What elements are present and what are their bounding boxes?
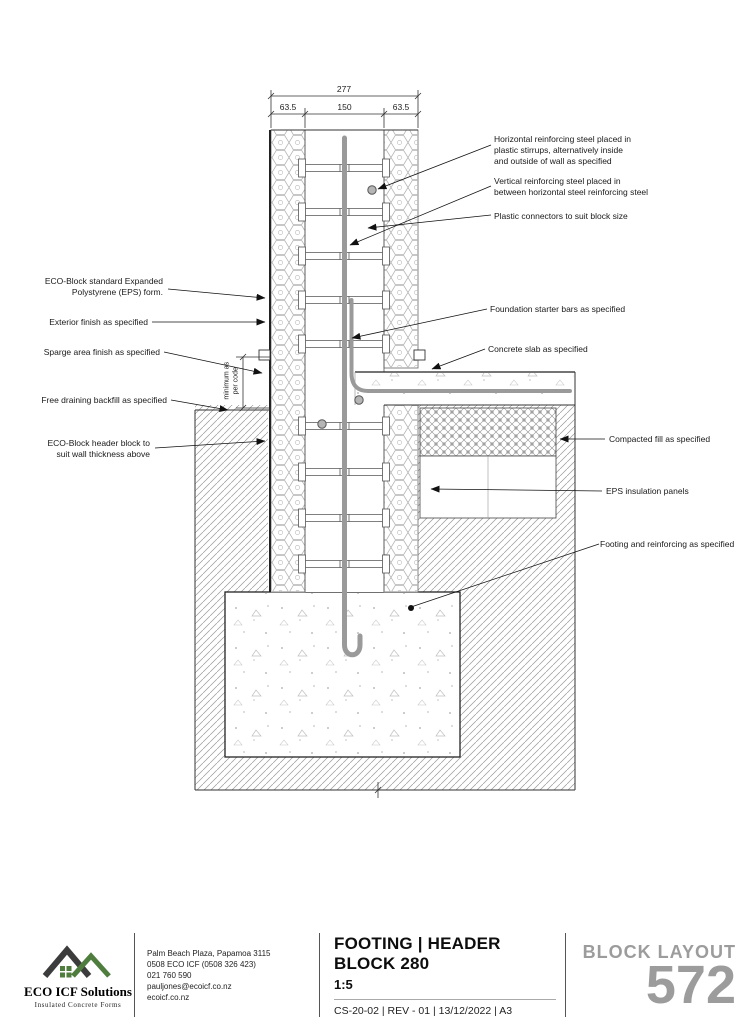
- sheet-number: 572: [645, 954, 736, 1015]
- rebar-section-lower: [317, 419, 327, 429]
- contact-phone-0508: 0508 ECO ICF (0508 326 423): [147, 959, 256, 969]
- callout-header-block-label: ECO-Block header block to suit wall thic…: [47, 438, 150, 460]
- callout-eps-form-label: ECO-Block standard Expanded Polystyrene …: [44, 276, 163, 298]
- drawing-title: FOOTING | HEADER BLOCK 280: [334, 933, 501, 973]
- dim-middle: 150: [337, 102, 351, 112]
- drawing-doc-info: CS-20-02 | REV - 01 | 13/12/2022 | A3: [334, 998, 556, 1017]
- contact-info: Palm Beach Plaza, Papamoa 3115 0508 ECO …: [135, 933, 319, 1017]
- concrete-slab: [354, 371, 575, 406]
- plastic-connectors: [298, 158, 390, 574]
- series-label: BLOCK LAYOUT: [582, 941, 736, 962]
- callout-compacted-fill-label: Compacted fill as specified: [609, 434, 711, 444]
- leader-eps-insulation: [430, 485, 603, 493]
- leader-header-block: [154, 438, 266, 449]
- grade-notch-right: [413, 349, 426, 361]
- min-code-label: minimum as per code: [223, 361, 239, 400]
- section-drawing: 277 63.5 150 63.5: [41, 84, 735, 798]
- starter-bar-slab: [349, 298, 572, 393]
- grade-notch-left: [258, 349, 271, 361]
- contact-website: ecoicf.co.nz: [147, 992, 190, 1002]
- leader-footing-dot: [408, 605, 414, 611]
- callout-vertical-rebar-label: Vertical reinforcing steel placed in bet…: [494, 176, 649, 198]
- house-logo-icon: [42, 944, 111, 978]
- callout-eps-insulation-label: EPS insulation panels: [606, 486, 689, 496]
- titleblock-divider: [565, 933, 566, 1017]
- ground-outline: [194, 372, 576, 791]
- compacted-fill: [419, 407, 557, 457]
- dim-left: 63.5: [280, 102, 297, 112]
- callout-slab-label: Concrete slab as specified: [488, 344, 588, 354]
- drawing-scale: 1:5: [334, 976, 353, 992]
- titleblock-right: BLOCK LAYOUT 572: [566, 933, 736, 1017]
- callout-horizontal-rebar-label: Horizontal reinforcing steel placed in p…: [494, 134, 632, 167]
- company-logo: ECO ICF Solutions Insulated Concrete For…: [22, 933, 134, 1017]
- callout-backfill-label: Free draining backfill as specified: [41, 395, 167, 405]
- callout-exterior-finish-label: Exterior finish as specified: [49, 317, 148, 327]
- contact-email: pauljones@ecoicf.co.nz: [147, 981, 232, 991]
- rebar-section-upper: [367, 185, 377, 195]
- reinforcing-steel: [317, 135, 572, 658]
- leader-footing: [410, 543, 600, 608]
- company-tagline: Insulated Concrete Forms: [34, 1000, 122, 1009]
- leader-sparge-finish: [163, 351, 263, 375]
- titleblock-divider: [134, 933, 135, 1017]
- leader-connectors: [367, 214, 492, 231]
- leader-horizontal-rebar: [377, 144, 492, 190]
- contact-address: Palm Beach Plaza, Papamoa 3115: [147, 948, 271, 958]
- leader-vertical-rebar: [349, 185, 492, 246]
- callout-sparge-finish-label: Sparge area finish as specified: [43, 347, 160, 357]
- dim-right: 63.5: [393, 102, 410, 112]
- callout-starter-bars-label: Foundation starter bars as specified: [490, 304, 626, 314]
- leader-starter-bars: [351, 308, 488, 340]
- centerline-mark: [374, 782, 382, 798]
- callout-leaders: [152, 144, 605, 611]
- title-block: ECO ICF Solutions Insulated Concrete For…: [22, 933, 736, 1017]
- min-code-dimension: [236, 353, 271, 412]
- leader-slab: [431, 348, 486, 370]
- callout-footing-label: Footing and reinforcing as specified: [600, 539, 735, 549]
- contact-phone-mobile: 021 760 590: [147, 970, 192, 980]
- titleblock-divider: [319, 933, 320, 1017]
- eps-insulation-panels: [419, 455, 557, 519]
- rebar-section-slab: [354, 395, 364, 405]
- footing: [224, 591, 461, 758]
- company-name: ECO ICF Solutions: [24, 983, 132, 999]
- top-dimensions: 277 63.5 150 63.5: [267, 84, 422, 128]
- vertical-rebar: [342, 135, 363, 658]
- titleblock-main: FOOTING | HEADER BLOCK 280 1:5 CS-20-02 …: [320, 933, 565, 1017]
- section-drawing-svg: 277 63.5 150 63.5: [152, 84, 605, 798]
- leader-backfill: [170, 399, 229, 412]
- leader-eps-form: [167, 288, 266, 301]
- callout-connectors-label: Plastic connectors to suit block size: [494, 211, 628, 221]
- dim-total: 277: [337, 84, 351, 94]
